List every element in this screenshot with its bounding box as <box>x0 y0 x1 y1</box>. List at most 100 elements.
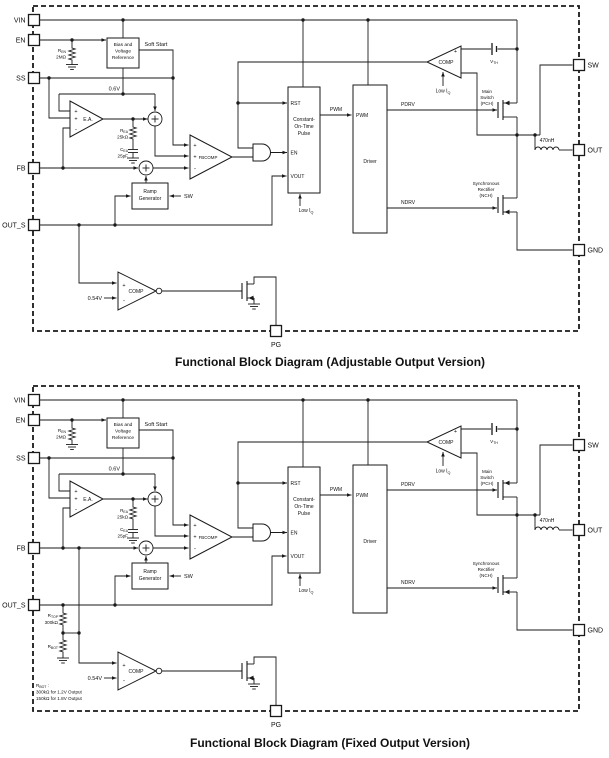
wire <box>237 441 427 529</box>
main-switch-label: Main <box>482 469 492 474</box>
junction-dot <box>77 631 81 635</box>
label: FBCOMP <box>199 535 218 540</box>
vref-label: 0.6V <box>109 87 121 93</box>
pin-SW <box>572 438 586 452</box>
r-en-value: 2MΩ <box>56 435 66 440</box>
junction-dot <box>533 133 537 137</box>
main-switch-label: (PCH) <box>481 481 494 486</box>
wire <box>139 429 189 527</box>
low-iq-label: Low IQ <box>299 208 314 214</box>
pin-label: EN <box>16 418 26 425</box>
error-amplifier <box>69 100 105 138</box>
label: EN <box>291 151 298 157</box>
wire <box>78 633 117 665</box>
label: FBCOMP <box>199 155 218 160</box>
functional-block-diagram-adjustable: Bias andVoltageReferenceConstant-On-Time… <box>2 5 604 349</box>
pdrv-label: PDRV <box>401 102 415 108</box>
label: + <box>193 523 196 529</box>
junction-dot <box>515 133 519 137</box>
main-switch-label: Switch <box>480 475 494 480</box>
figure-title-adjustable: Functional Block Diagram (Adjustable Out… <box>174 355 486 369</box>
pin-GND <box>572 623 586 637</box>
wire <box>62 507 70 548</box>
pin-OUT_S <box>27 218 41 232</box>
junction-dot <box>301 18 305 22</box>
sw-label: SW <box>184 194 194 200</box>
soft-start-label: Soft Start <box>145 42 168 48</box>
label: - <box>194 547 196 553</box>
label: + <box>454 429 457 435</box>
figure-title-fixed: Functional Block Diagram (Fixed Output V… <box>189 736 471 750</box>
label: E.A. <box>83 117 92 123</box>
sync-rect-label: Rectifier <box>478 187 495 192</box>
low-iq-label: Low IQ <box>436 89 451 95</box>
vth-label: VTH <box>490 439 498 445</box>
label: Pulse <box>298 131 311 137</box>
inductor-label: 470nH <box>540 518 555 524</box>
label: Constant- <box>293 117 315 123</box>
junction-dot <box>533 513 537 517</box>
power-good-comparator <box>117 651 158 691</box>
junction-dot <box>236 101 240 105</box>
wire <box>154 506 189 538</box>
resistor <box>128 505 138 521</box>
pin-VIN <box>27 393 41 407</box>
label: EN <box>291 531 298 537</box>
pwm-label: PWM <box>330 487 342 493</box>
label: - <box>194 167 196 173</box>
main-switch-label: (PCH) <box>481 101 494 106</box>
ramp-generator-block <box>131 562 169 590</box>
driver-block <box>352 464 388 614</box>
pin-label: EN <box>16 38 26 45</box>
label: + <box>122 283 125 289</box>
junction-dot <box>61 631 65 635</box>
pin-EN <box>27 33 41 47</box>
pin-OUT <box>572 143 586 157</box>
pin-label: OUT_S <box>2 603 26 610</box>
and-gate <box>252 523 271 542</box>
label: On-Time <box>294 504 313 510</box>
pin-label: SW <box>588 63 600 70</box>
label: Constant- <box>293 497 315 503</box>
resistor <box>128 125 138 141</box>
wire <box>516 212 573 251</box>
pin-label: GND <box>588 248 604 255</box>
pwm-label: PWM <box>330 107 342 113</box>
pin-SW <box>572 58 586 72</box>
pin-label: OUT <box>588 528 604 535</box>
junction-dot <box>61 603 65 607</box>
label: COMP <box>439 440 455 446</box>
fbcomp-comparator <box>189 134 234 180</box>
junction-dot <box>515 47 519 51</box>
label: Ramp <box>143 569 157 575</box>
wire <box>58 474 70 492</box>
junction-dot <box>47 76 51 80</box>
power-good-comparator <box>117 271 158 311</box>
label: Voltage <box>115 49 131 55</box>
vth-label: VTH <box>490 59 498 65</box>
junction-dot <box>515 427 519 431</box>
wire <box>253 276 277 326</box>
label: COMP <box>129 289 145 295</box>
junction-dot <box>366 18 370 22</box>
pin-label: FB <box>17 546 26 553</box>
wire <box>48 458 70 499</box>
inductor-label: 470nH <box>540 138 555 144</box>
pin-SS <box>27 71 41 85</box>
junction-dot <box>301 398 305 402</box>
r-bot-label: RBOT <box>48 644 59 650</box>
r-en-label: REN <box>58 48 67 54</box>
wire <box>237 61 427 149</box>
label: + <box>193 155 196 161</box>
ndrv-label: NDRV <box>401 200 416 206</box>
label: COMP <box>439 60 455 66</box>
pin-OUT_S <box>27 598 41 612</box>
label: Pulse <box>298 511 311 517</box>
junction-dot <box>131 497 135 501</box>
driver-block <box>352 84 388 234</box>
junction-dot <box>77 546 81 550</box>
pg-ref-label: 0.54V <box>88 676 103 682</box>
label: RST <box>291 101 301 107</box>
